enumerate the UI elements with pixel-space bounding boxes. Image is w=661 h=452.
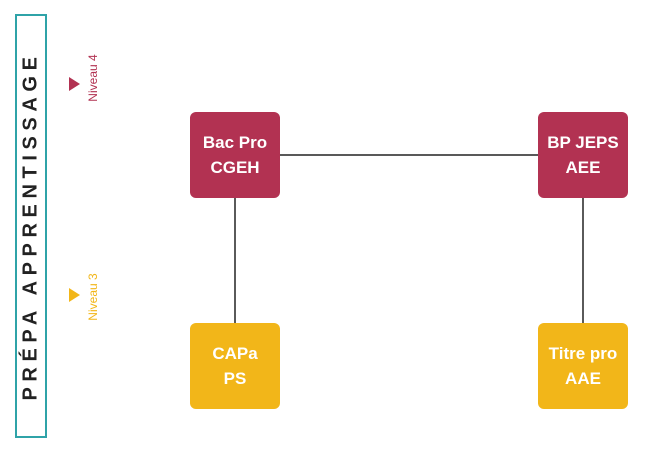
triangle-marker-icon	[69, 288, 80, 302]
node-bp-jeps-line1: BP JEPS	[547, 133, 619, 152]
node-bac-pro-cgeh: Bac Pro CGEH	[190, 112, 280, 198]
node-capa-line2: PS	[223, 369, 247, 388]
node-bp-jeps-aee: BP JEPS AEE	[538, 112, 628, 198]
node-titre-pro-line2: AAE	[565, 369, 601, 388]
node-bp-jeps-line2: AEE	[565, 158, 601, 177]
side-panel: PRÉPA APPRENTISSAGE	[15, 14, 47, 438]
node-bac-pro-line2: CGEH	[210, 158, 260, 177]
node-capa-line1: CAPa	[212, 344, 258, 363]
node-titre-pro-line1: Titre pro	[548, 344, 618, 363]
node-capa-ps: CAPa PS	[190, 323, 280, 409]
node-bac-pro-line1: Bac Pro	[202, 133, 268, 152]
level-marker-niveau-4: Niveau 4	[69, 43, 109, 113]
triangle-marker-icon	[69, 77, 80, 91]
level-marker-niveau-3: Niveau 3	[69, 262, 109, 332]
node-titre-pro-aae: Titre pro AAE	[538, 323, 628, 409]
